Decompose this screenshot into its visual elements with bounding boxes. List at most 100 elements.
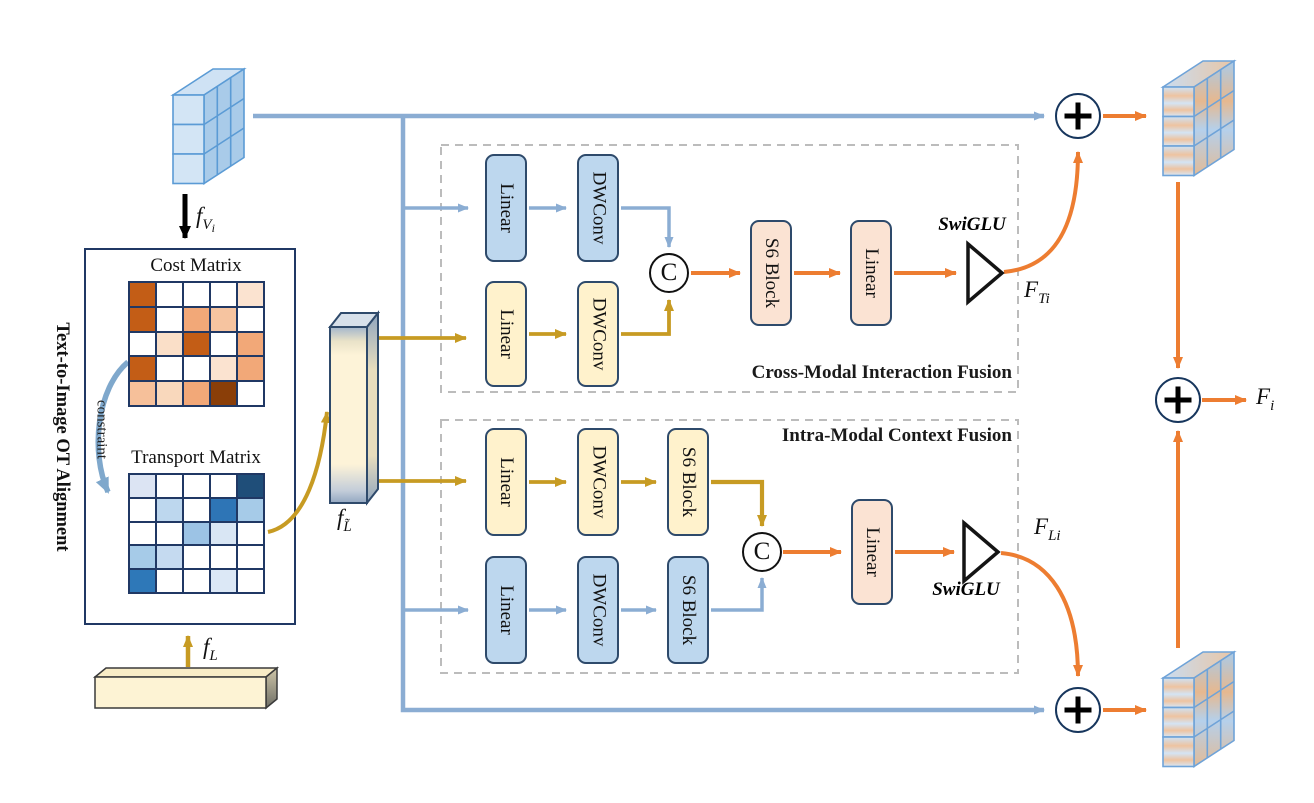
matrix-cell bbox=[184, 498, 209, 521]
matrix-cell bbox=[157, 546, 182, 569]
matrix-cell bbox=[211, 307, 236, 331]
matrix-cell bbox=[157, 498, 182, 521]
arrow-fti-to-add bbox=[1003, 151, 1083, 274]
matrix-cell bbox=[211, 357, 236, 381]
matrix-cell bbox=[238, 332, 263, 356]
add-node-final bbox=[1155, 377, 1201, 423]
cost-matrix bbox=[128, 281, 265, 407]
matrix-cell bbox=[211, 498, 236, 521]
matrix-cell bbox=[130, 307, 155, 331]
matrix-cell bbox=[130, 522, 155, 545]
matrix-cell bbox=[184, 307, 209, 331]
arrow-dwconv-concat-yellow bbox=[621, 299, 674, 336]
matrix-cell bbox=[211, 475, 236, 497]
s6-block-visual-bottom: S6 Block bbox=[667, 556, 709, 664]
aligned-text-bar bbox=[327, 310, 381, 506]
label-f-vi: fVi bbox=[196, 203, 215, 235]
transport-matrix bbox=[128, 473, 265, 594]
matrix-cell bbox=[184, 283, 209, 306]
matrix-cell bbox=[211, 382, 236, 405]
matrix-cell bbox=[157, 307, 182, 331]
matrix-cell bbox=[157, 522, 182, 545]
fused-cube-bottom bbox=[1160, 650, 1237, 768]
matrix-cell bbox=[211, 522, 236, 545]
s6-block-text-bottom: S6 Block bbox=[667, 428, 709, 536]
transport-matrix-title: Transport Matrix bbox=[131, 447, 261, 468]
matrix-cell bbox=[157, 357, 182, 381]
constraint-arrow bbox=[95, 359, 130, 494]
matrix-cell bbox=[130, 570, 155, 592]
linear-block-text-top: Linear bbox=[485, 281, 527, 387]
matrix-cell bbox=[130, 382, 155, 405]
arrow-dwconv-concat-blue bbox=[621, 206, 674, 248]
matrix-cell bbox=[157, 283, 182, 306]
matrix-cell bbox=[130, 283, 155, 306]
matrix-cell bbox=[184, 475, 209, 497]
label-f-i: Fi bbox=[1256, 384, 1275, 414]
label-f-li: FLi bbox=[1034, 514, 1061, 544]
cross-modal-title: Cross-Modal Interaction Fusion bbox=[751, 362, 1012, 383]
matrix-cell bbox=[238, 498, 263, 521]
linear-block-visual-top: Linear bbox=[485, 154, 527, 262]
swiglu-triangle-bottom bbox=[962, 519, 1001, 585]
arrow-fli-to-add bbox=[1000, 551, 1083, 677]
matrix-cell bbox=[184, 357, 209, 381]
matrix-cell bbox=[130, 332, 155, 356]
matrix-cell bbox=[157, 332, 182, 356]
visual-feature-cube bbox=[170, 67, 247, 185]
text-feature-bar bbox=[92, 666, 280, 710]
label-f-l: fL bbox=[203, 634, 218, 664]
add-node-bottom bbox=[1055, 687, 1101, 733]
matrix-cell bbox=[157, 382, 182, 405]
add-node-top bbox=[1055, 93, 1101, 139]
ot-alignment-box bbox=[84, 248, 296, 625]
matrix-cell bbox=[130, 546, 155, 569]
dwconv-block-text-top: DWConv bbox=[577, 281, 619, 387]
matrix-cell bbox=[238, 357, 263, 381]
arrow-s6-concat-blue bbox=[711, 577, 767, 612]
matrix-cell bbox=[130, 357, 155, 381]
matrix-cell bbox=[238, 522, 263, 545]
dwconv-block-visual-bottom: DWConv bbox=[577, 556, 619, 664]
arrow-s6-concat-yellow bbox=[711, 479, 767, 527]
matrix-cell bbox=[238, 475, 263, 497]
matrix-cell bbox=[238, 283, 263, 306]
cost-matrix-title: Cost Matrix bbox=[150, 255, 242, 276]
linear-block-visual-bottom: Linear bbox=[485, 556, 527, 664]
dwconv-block-text-bottom: DWConv bbox=[577, 428, 619, 536]
matrix-cell bbox=[184, 332, 209, 356]
linear-block-cross-modal-out: Linear bbox=[850, 220, 892, 326]
matrix-cell bbox=[130, 498, 155, 521]
concat-node-intra-modal: C bbox=[742, 532, 782, 572]
concat-node-cross-modal: C bbox=[649, 253, 689, 293]
arrow-transport-to-aligned bbox=[267, 411, 331, 534]
intra-modal-dashed-box bbox=[440, 419, 1019, 674]
matrix-cell bbox=[184, 522, 209, 545]
matrix-cell bbox=[211, 332, 236, 356]
matrix-cell bbox=[184, 570, 209, 592]
matrix-cell bbox=[238, 307, 263, 331]
label-f-ti: FTi bbox=[1024, 277, 1050, 307]
matrix-cell bbox=[184, 546, 209, 569]
matrix-cell bbox=[157, 570, 182, 592]
matrix-cell bbox=[211, 283, 236, 306]
fused-cube-top bbox=[1160, 59, 1237, 177]
dwconv-block-visual-top: DWConv bbox=[577, 154, 619, 262]
label-f-l-tilde: fL̃ bbox=[337, 505, 352, 535]
linear-block-intra-modal-out: Linear bbox=[851, 499, 893, 605]
ot-panel-title: Text-to-Image OT Alignment bbox=[52, 322, 72, 552]
matrix-cell bbox=[211, 546, 236, 569]
linear-block-text-bottom: Linear bbox=[485, 428, 527, 536]
matrix-cell bbox=[238, 546, 263, 569]
matrix-cell bbox=[238, 382, 263, 405]
intra-modal-title: Intra-Modal Context Fusion bbox=[781, 425, 1012, 446]
visual-skip-line-bottom bbox=[400, 116, 1045, 715]
matrix-cell bbox=[157, 475, 182, 497]
matrix-cell bbox=[184, 382, 209, 405]
matrix-cell bbox=[211, 570, 236, 592]
swiglu-label-bottom: SwiGLU bbox=[932, 579, 1000, 600]
matrix-cell bbox=[238, 570, 263, 592]
swiglu-label-top: SwiGLU bbox=[938, 214, 1006, 235]
